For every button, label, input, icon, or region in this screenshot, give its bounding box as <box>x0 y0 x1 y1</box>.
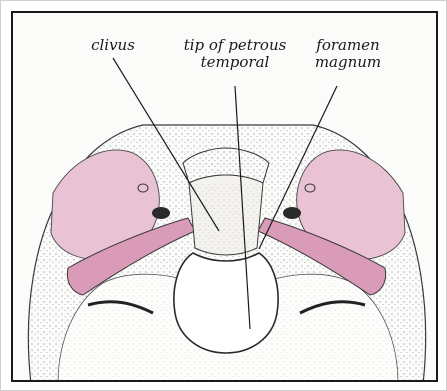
label-petrous-line2: temporal <box>165 54 305 71</box>
label-clivus: clivus <box>73 37 153 54</box>
label-foramen-magnum: foramen magnum <box>303 37 393 71</box>
figure-frame: clivus tip of petrous temporal foramen m… <box>11 11 438 382</box>
label-foramen-line1: foramen <box>303 37 393 54</box>
label-tip-of-petrous-temporal: tip of petrous temporal <box>165 37 305 71</box>
label-foramen-line2: magnum <box>303 54 393 71</box>
label-petrous-line1: tip of petrous <box>165 37 305 54</box>
right-foramen-mark <box>283 207 301 219</box>
left-foramen-mark <box>152 207 170 219</box>
foramen-magnum <box>174 253 278 353</box>
